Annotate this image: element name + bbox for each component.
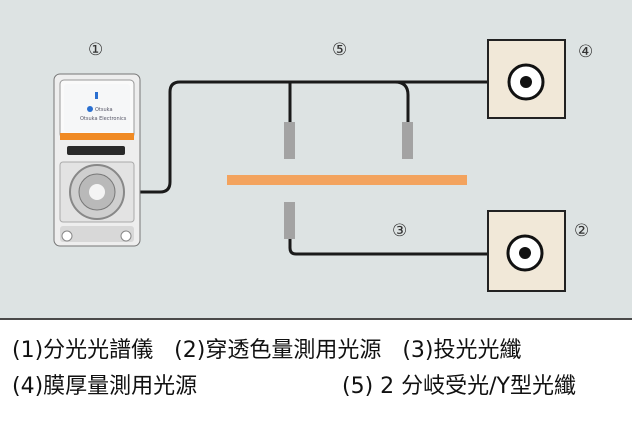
caption-item-2: (2)穿透色量測用光源	[174, 338, 382, 363]
light-port-inner-icon	[520, 76, 532, 88]
fiber-branch-right	[394, 80, 410, 122]
caption-line-1: (1)分光光譜儀 (2)穿透色量測用光源 (3)投光光纖	[12, 332, 522, 364]
light-port-inner-icon	[519, 247, 531, 259]
caption-item-1: (1)分光光譜儀	[12, 338, 154, 363]
probe-lower	[284, 202, 295, 239]
caption-item-5: (5) 2 分岐受光/Y型光纖	[342, 374, 576, 399]
brand-logo-icon	[87, 106, 93, 112]
marker-1: ①	[88, 40, 103, 60]
thickness-light-source	[487, 39, 566, 119]
fiber-projection-to-transmission-light	[288, 238, 512, 256]
status-led-icon	[95, 92, 98, 99]
brand-name: Otsuka	[95, 107, 113, 113]
caption-divider	[0, 318, 632, 320]
marker-3: ③	[392, 221, 407, 241]
spectrometer-device: Otsuka Otsuka Electronics	[53, 73, 141, 247]
device-slot	[67, 146, 125, 155]
device-orange-band	[60, 133, 134, 140]
marker-4: ④	[578, 42, 593, 62]
transmission-light-source	[487, 210, 566, 292]
sample-film	[227, 175, 467, 185]
caption-item-4: (4)膜厚量測用光源	[12, 374, 198, 399]
probe-upper-left	[284, 122, 295, 159]
diagram-canvas: Otsuka Otsuka Electronics ① ⑤ ④ ③ ②	[53, 39, 593, 292]
brand-subname: Otsuka Electronics	[80, 116, 127, 122]
marker-2: ②	[574, 221, 589, 241]
device-foot-right-icon	[120, 230, 132, 242]
caption-item-3: (3)投光光纖	[402, 338, 522, 363]
device-foot-left-icon	[61, 230, 73, 242]
caption-line-2: (4)膜厚量測用光源 (5) 2 分岐受光/Y型光纖	[12, 368, 576, 400]
fiber-spectrometer-to-y-branch	[110, 80, 400, 194]
marker-5: ⑤	[332, 40, 347, 60]
probe-upper-right	[402, 122, 413, 159]
